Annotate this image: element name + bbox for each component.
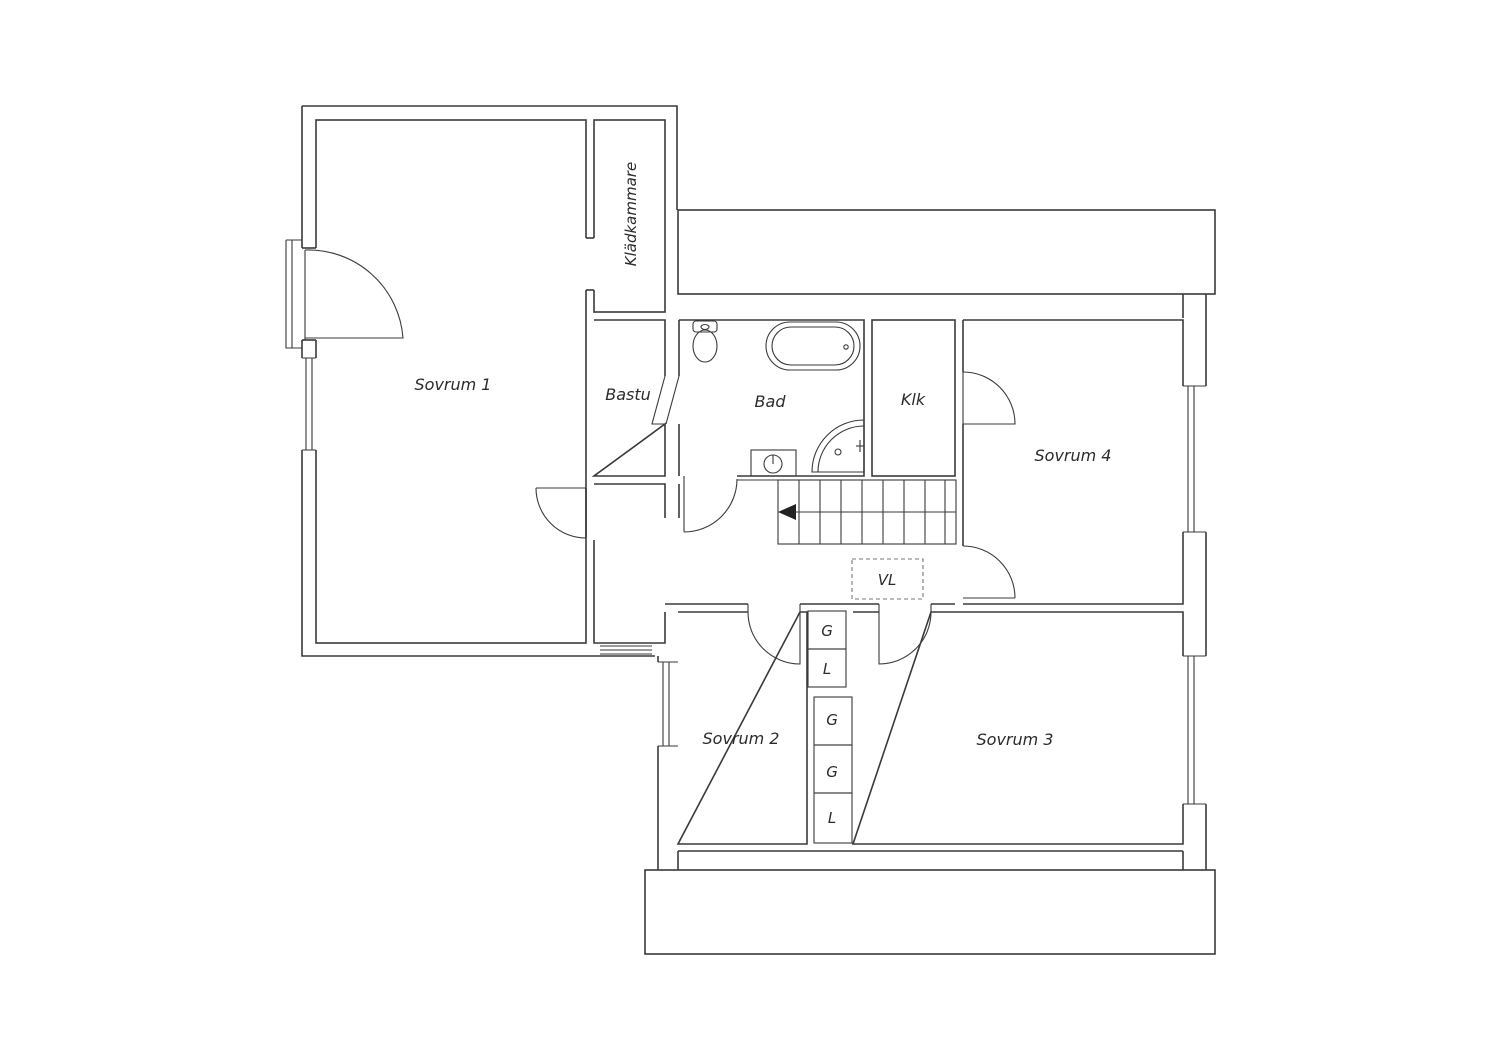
arrow-left-icon [778, 504, 796, 520]
label-vl: VL [878, 571, 897, 589]
room-bastu: Bastu [591, 319, 666, 477]
room-sovrum-2: Sovrum 2 [653, 604, 808, 845]
label-sovrum-4: Sovrum 4 [1035, 446, 1112, 465]
closet-label-l2: L [828, 809, 836, 827]
room-sovrum-3: Sovrum 3 [851, 604, 1212, 845]
toilet-icon [692, 320, 718, 363]
sink-icon [750, 449, 797, 477]
bathtub-icon [765, 321, 861, 371]
staircase [737, 479, 957, 545]
closet-label-g3: G [826, 763, 838, 781]
room-bad: Bad [665, 319, 865, 533]
label-klk: Klk [901, 390, 926, 409]
label-bastu: Bastu [605, 385, 651, 404]
label-kladkammare: Klädkammare [622, 162, 640, 266]
closet-label-g1: G [821, 622, 833, 640]
closet-label-g2: G [826, 711, 838, 729]
room-sovrum-1: Sovrum 1 [285, 119, 594, 644]
room-kladkammare: Klädkammare [586, 119, 666, 313]
closet-label-l1: L [823, 660, 831, 678]
label-bad: Bad [755, 392, 787, 411]
hallway: VL [535, 479, 957, 655]
outer-walls [301, 105, 1216, 955]
room-klk: Klk [871, 319, 956, 477]
label-sovrum-1: Sovrum 1 [415, 375, 492, 394]
closets: G L G G L [807, 610, 853, 844]
label-sovrum-2: Sovrum 2 [703, 729, 780, 748]
shower-icon [811, 419, 865, 473]
label-sovrum-3: Sovrum 3 [977, 730, 1054, 749]
room-sovrum-4: Sovrum 4 [962, 319, 1212, 605]
